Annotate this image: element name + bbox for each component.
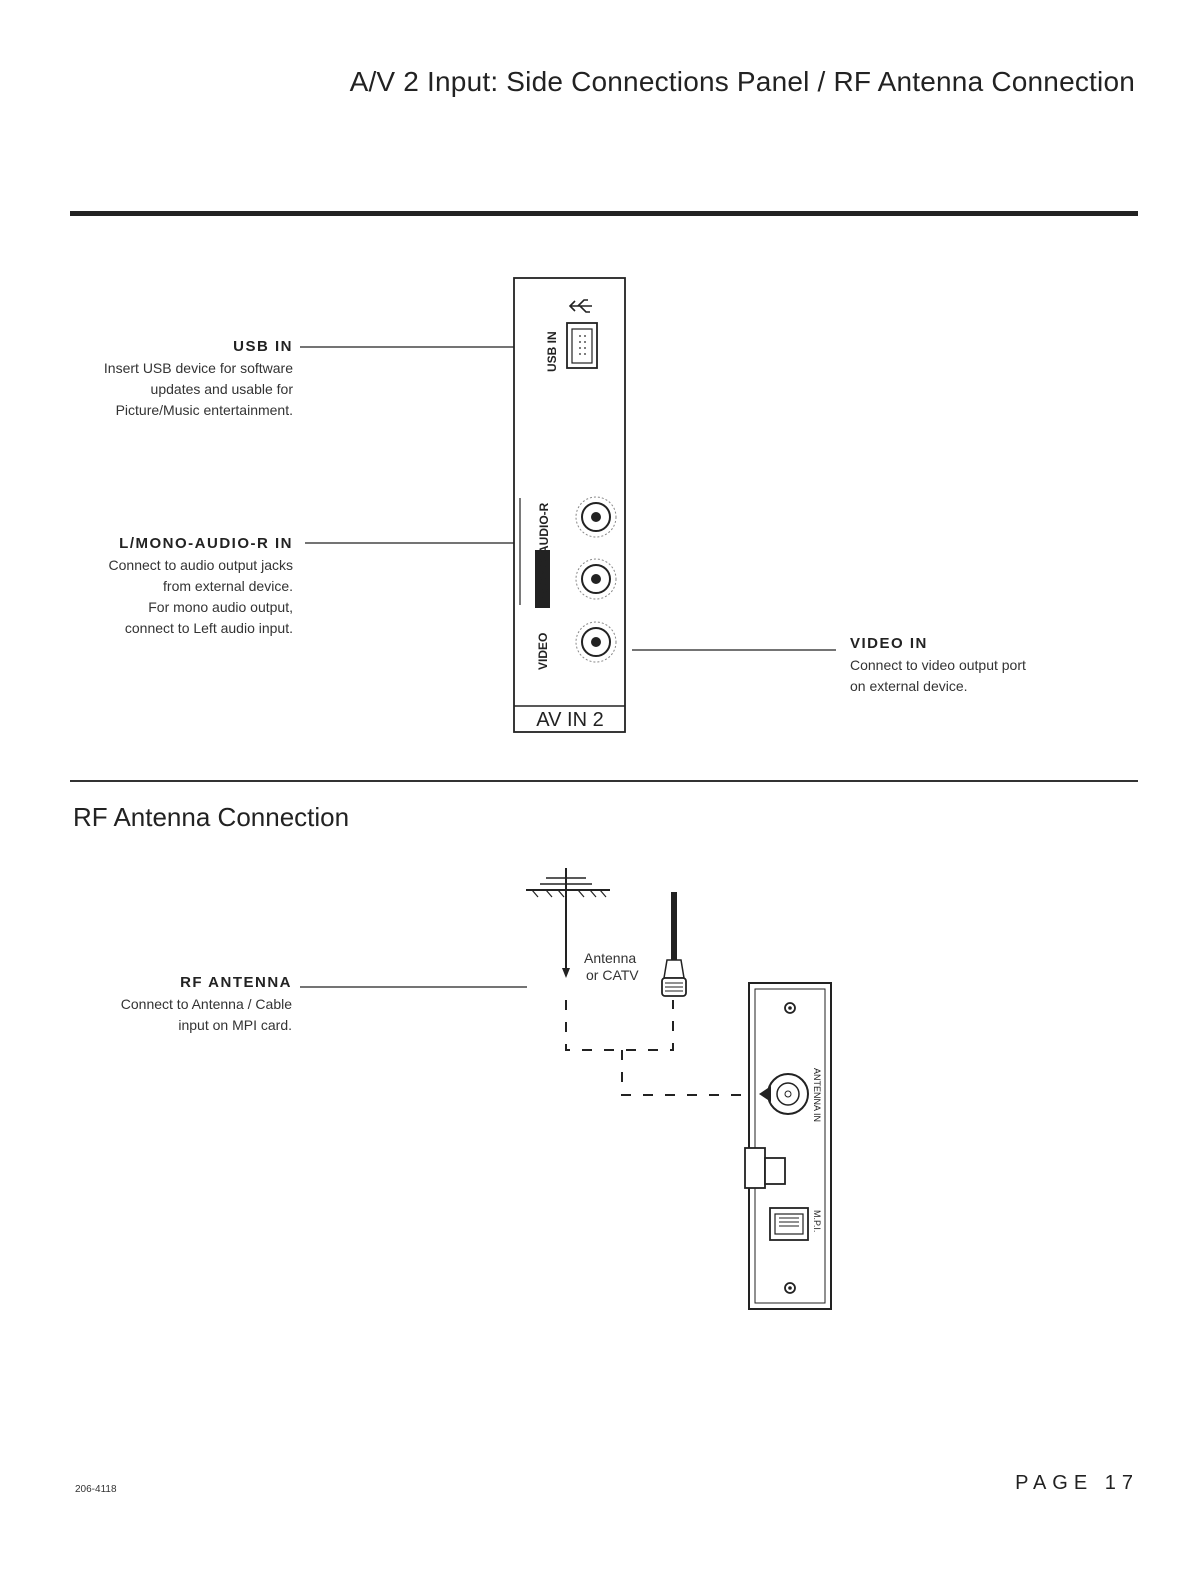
audio-in-callout: L/MONO-AUDIO-R IN Connect to audio outpu… bbox=[40, 535, 293, 639]
document-code: 206-4118 bbox=[75, 1484, 117, 1495]
audio-in-desc-line: from external device. bbox=[163, 578, 293, 594]
usb-in-desc-line: Picture/Music entertainment. bbox=[115, 402, 293, 418]
usb-in-callout: USB IN Insert USB device for software up… bbox=[60, 338, 293, 421]
usb-in-label: USB IN bbox=[233, 338, 293, 355]
side-connections-diagram: USB IN L/MONO-AUDIO-R VIDEO AV IN 2 bbox=[300, 277, 836, 733]
video-in-description: Connect to video output port on external… bbox=[850, 655, 1110, 697]
rf-antenna-description: Connect to Antenna / Cable input on MPI … bbox=[60, 994, 292, 1036]
usb-symbol-icon bbox=[568, 299, 592, 313]
antenna-caption-line1: Antenna bbox=[584, 950, 636, 966]
mono-highlight-block bbox=[535, 550, 550, 608]
video-in-label: VIDEO IN bbox=[850, 635, 928, 652]
rf-antenna-callout: RF ANTENNA Connect to Antenna / Cable in… bbox=[60, 974, 292, 1036]
antenna-arrow-icon bbox=[562, 968, 570, 978]
video-in-callout: VIDEO IN Connect to video output port on… bbox=[850, 635, 1110, 697]
header-rule bbox=[70, 211, 1138, 216]
usb-in-desc-line: updates and usable for bbox=[150, 381, 293, 397]
audio-in-desc-line: For mono audio output, bbox=[148, 599, 293, 615]
coax-cable-icon bbox=[661, 892, 687, 997]
video-in-desc-line: Connect to video output port bbox=[850, 657, 1026, 673]
video-jack-icon bbox=[575, 621, 617, 663]
page-number: PAGE 17 bbox=[1015, 1472, 1139, 1494]
audio-jack-l-icon bbox=[575, 496, 617, 538]
audio-in-label: L/MONO-AUDIO-R IN bbox=[119, 535, 293, 552]
rf-antenna-desc-line: Connect to Antenna / Cable bbox=[120, 996, 292, 1012]
page-title: A/V 2 Input: Side Connections Panel / RF… bbox=[349, 66, 1135, 97]
antenna-icon bbox=[526, 868, 610, 970]
usb-vertical-label: USB IN bbox=[545, 331, 559, 372]
av-in-2-label: AV IN 2 bbox=[536, 709, 603, 731]
rf-antenna-desc-line: input on MPI card. bbox=[178, 1017, 292, 1033]
audio-jack-r-icon bbox=[575, 558, 617, 600]
mpi-vertical-label: M.P.I. bbox=[812, 1210, 822, 1232]
usb-in-desc-line: Insert USB device for software bbox=[103, 360, 293, 376]
antenna-caption-line2: or CATV bbox=[586, 967, 639, 983]
mpi-card-icon bbox=[744, 982, 832, 1310]
rf-antenna-diagram: Antenna or CATV ANTENNA IN bbox=[300, 868, 832, 1310]
cable-path bbox=[565, 1000, 752, 1096]
video-vertical-label: VIDEO bbox=[536, 633, 550, 670]
rf-section-title: RF Antenna Connection bbox=[73, 802, 350, 832]
audio-in-description: Connect to audio output jacks from exter… bbox=[40, 555, 293, 639]
audio-in-desc-line: connect to Left audio input. bbox=[124, 620, 293, 636]
antenna-in-vertical-label: ANTENNA IN bbox=[812, 1068, 822, 1122]
usb-in-description: Insert USB device for software updates a… bbox=[60, 358, 293, 421]
video-in-desc-line: on external device. bbox=[850, 678, 968, 694]
section-rule bbox=[70, 780, 1138, 782]
rf-antenna-label: RF ANTENNA bbox=[180, 974, 292, 991]
audio-vertical-label: L/MONO-AUDIO-R bbox=[537, 502, 551, 606]
audio-in-desc-line: Connect to audio output jacks bbox=[108, 557, 293, 573]
